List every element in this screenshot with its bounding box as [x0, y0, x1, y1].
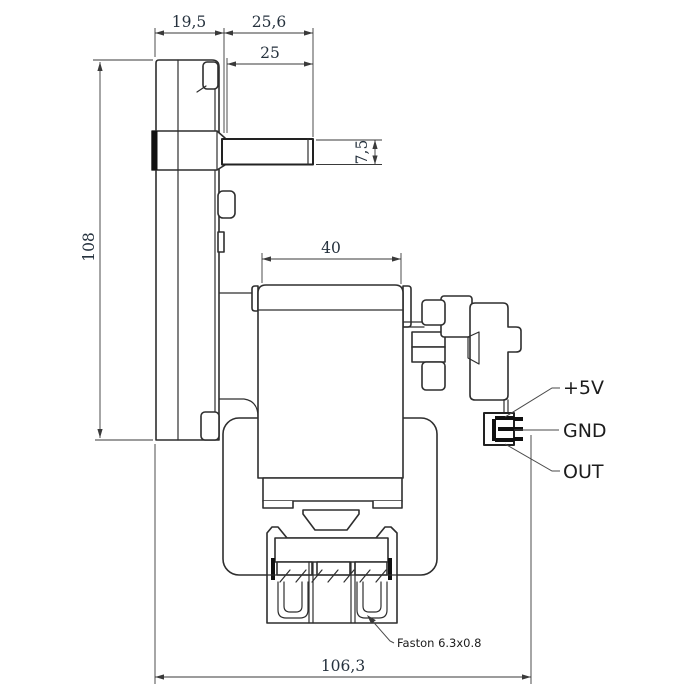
- dim-text-shaft-length: 25: [260, 44, 280, 62]
- hub-seal-section: [152, 131, 158, 170]
- dim-overall-length: 106,3: [154, 435, 532, 684]
- faston-annotation: Faston 6.3x0.8: [367, 615, 481, 650]
- pin-label-5v: +5V: [563, 377, 604, 399]
- dim-text-shaft-overall: 25,6: [252, 13, 287, 31]
- dim-text-overall-length: 106,3: [321, 657, 365, 675]
- dim-text-overall-height: 108: [80, 232, 98, 262]
- section-hatching: [279, 569, 387, 583]
- output-hub: [151, 130, 226, 171]
- signal-connector: [483, 399, 523, 446]
- faston-note-text: Faston 6.3x0.8: [397, 636, 481, 650]
- pin-label-gnd: GND: [563, 420, 607, 442]
- dim-shaft-overall: 25,6: [224, 13, 314, 137]
- motor-end-plate: [262, 477, 403, 531]
- dim-shaft-height: 7,5: [316, 139, 382, 165]
- dim-text-shaft-height: 7,5: [353, 140, 371, 165]
- dim-overall-height: 108: [80, 59, 153, 441]
- output-shaft: [221, 138, 314, 166]
- dim-text-motor-width: 40: [321, 239, 341, 257]
- pin-label-out: OUT: [563, 461, 604, 483]
- dim-text-gearbox-depth: 19,5: [172, 13, 207, 31]
- dim-shaft-length: 25: [226, 44, 313, 133]
- pin-labels: +5V GND OUT: [504, 377, 607, 483]
- gearbox-housing: [155, 59, 236, 441]
- sensor-assembly: [402, 295, 522, 401]
- dim-motor-width: 40: [261, 239, 402, 284]
- motor-body: [251, 284, 412, 479]
- faston-terminal-block: [266, 526, 398, 624]
- dim-gearbox-depth: 19,5: [154, 13, 225, 133]
